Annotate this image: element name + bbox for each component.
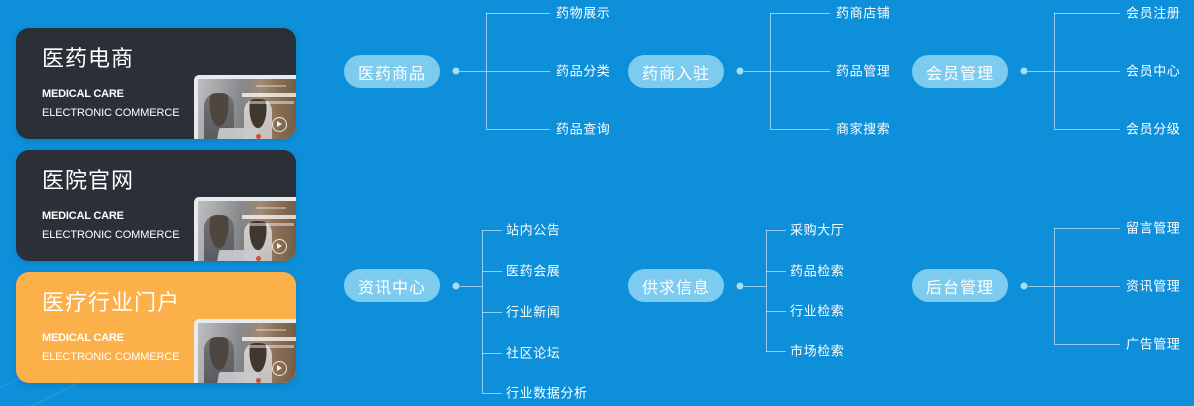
card-subtitle-secondary: ELECTRONIC COMMERCE — [42, 229, 180, 241]
connector-line — [770, 129, 830, 130]
connector-line — [482, 393, 502, 394]
mindmap-node-pharma-merchant-entry[interactable]: 药商入驻 — [628, 55, 724, 88]
connector-line — [460, 286, 482, 287]
card-subtitle-primary: MEDICAL CARE — [42, 88, 124, 100]
connector-line — [1028, 71, 1054, 72]
mindmap-node-information-center[interactable]: 资讯中心 — [344, 269, 440, 302]
play-icon — [272, 361, 287, 376]
connector-line — [770, 13, 830, 14]
mindmap-node-supply-demand-info[interactable]: 供求信息 — [628, 269, 724, 302]
mindmap-leaf-member-center[interactable]: 会员中心 — [1126, 63, 1181, 79]
connector-spine — [766, 230, 767, 352]
mindmap-leaf-industry-search[interactable]: 行业检索 — [790, 303, 845, 319]
connector-line — [482, 353, 502, 354]
connector-line — [482, 271, 502, 272]
card-device-thumbnail — [194, 319, 296, 383]
connector-dot — [1020, 282, 1028, 290]
connector-line — [1054, 13, 1120, 14]
mindmap-leaf-industry-data-analysis[interactable]: 行业数据分析 — [506, 385, 588, 401]
mindmap-leaf-member-grade[interactable]: 会员分级 — [1126, 121, 1181, 137]
card-device-thumbnail — [194, 197, 296, 261]
mindmap-leaf-message-management[interactable]: 留言管理 — [1126, 220, 1181, 236]
connector-line — [770, 71, 830, 72]
connector-dot — [452, 282, 460, 290]
card-subtitle-primary: MEDICAL CARE — [42, 332, 124, 344]
card-device-thumbnail — [194, 75, 296, 139]
mindmap-node-backend-management[interactable]: 后台管理 — [912, 269, 1008, 302]
mindmap-leaf-drug-query[interactable]: 药品查询 — [556, 121, 611, 137]
connector-dot — [1020, 67, 1028, 75]
connector-line — [766, 230, 786, 231]
connector-line — [1054, 129, 1120, 130]
connector-spine — [486, 13, 487, 129]
connector-line — [766, 271, 786, 272]
mindmap-leaf-industry-news[interactable]: 行业新闻 — [506, 304, 561, 320]
mindmap-leaf-ad-management[interactable]: 广告管理 — [1126, 336, 1181, 352]
product-card-medical-industry-portal[interactable]: 医疗行业门户 MEDICAL CARE ELECTRONIC COMMERCE — [16, 272, 296, 383]
product-card-medical-ecommerce[interactable]: 医药电商 MEDICAL CARE ELECTRONIC COMMERCE — [16, 28, 296, 139]
connector-line — [482, 230, 502, 231]
mindmap-leaf-site-announcement[interactable]: 站内公告 — [506, 222, 561, 238]
connector-spine — [770, 13, 771, 129]
mindmap-leaf-drug-search[interactable]: 药品检索 — [790, 263, 845, 279]
card-subtitle-secondary: ELECTRONIC COMMERCE — [42, 107, 180, 119]
product-card-hospital-website[interactable]: 医院官网 MEDICAL CARE ELECTRONIC COMMERCE — [16, 150, 296, 261]
card-subtitle-primary: MEDICAL CARE — [42, 210, 124, 222]
mindmap-leaf-merchant-search[interactable]: 商家搜索 — [836, 121, 891, 137]
play-icon — [272, 117, 287, 132]
connector-line — [766, 351, 786, 352]
connector-line — [766, 311, 786, 312]
connector-spine — [482, 230, 483, 393]
mindmap-leaf-pharma-expo[interactable]: 医药会展 — [506, 263, 561, 279]
connector-line — [744, 286, 766, 287]
connector-line — [486, 71, 550, 72]
card-title: 医院官网 — [42, 168, 135, 193]
connector-line — [1054, 344, 1120, 345]
mindmap-leaf-community-forum[interactable]: 社区论坛 — [506, 345, 561, 361]
connector-spine — [1054, 228, 1055, 344]
connector-line — [1054, 228, 1120, 229]
connector-line — [486, 129, 550, 130]
connector-dot — [736, 282, 744, 290]
mindmap-node-member-management[interactable]: 会员管理 — [912, 55, 1008, 88]
mindmap-leaf-drug-category[interactable]: 药品分类 — [556, 63, 611, 79]
card-subtitle-secondary: ELECTRONIC COMMERCE — [42, 351, 180, 363]
mindmap-leaf-market-search[interactable]: 市场检索 — [790, 343, 845, 359]
mindmap-leaf-procurement-hall[interactable]: 采购大厅 — [790, 222, 845, 238]
mindmap-node-medical-goods[interactable]: 医药商品 — [344, 55, 440, 88]
connector-dot — [452, 67, 460, 75]
connector-line — [460, 71, 486, 72]
connector-line — [744, 71, 770, 72]
connector-line — [482, 312, 502, 313]
connector-line — [486, 13, 550, 14]
connector-line — [1054, 286, 1120, 287]
connector-line — [1054, 71, 1120, 72]
card-title: 医疗行业门户 — [42, 290, 181, 315]
mindmap-leaf-pharmacy-store[interactable]: 药商店铺 — [836, 5, 891, 21]
mindmap-leaf-member-register[interactable]: 会员注册 — [1126, 5, 1181, 21]
mindmap-leaf-drug-management[interactable]: 药品管理 — [836, 63, 891, 79]
play-icon — [272, 239, 287, 254]
mindmap-leaf-drug-display[interactable]: 药物展示 — [556, 5, 611, 21]
connector-line — [1028, 286, 1054, 287]
connector-spine — [1054, 13, 1055, 129]
card-title: 医药电商 — [42, 46, 135, 71]
connector-dot — [736, 67, 744, 75]
mindmap-leaf-content-management[interactable]: 资讯管理 — [1126, 278, 1181, 294]
